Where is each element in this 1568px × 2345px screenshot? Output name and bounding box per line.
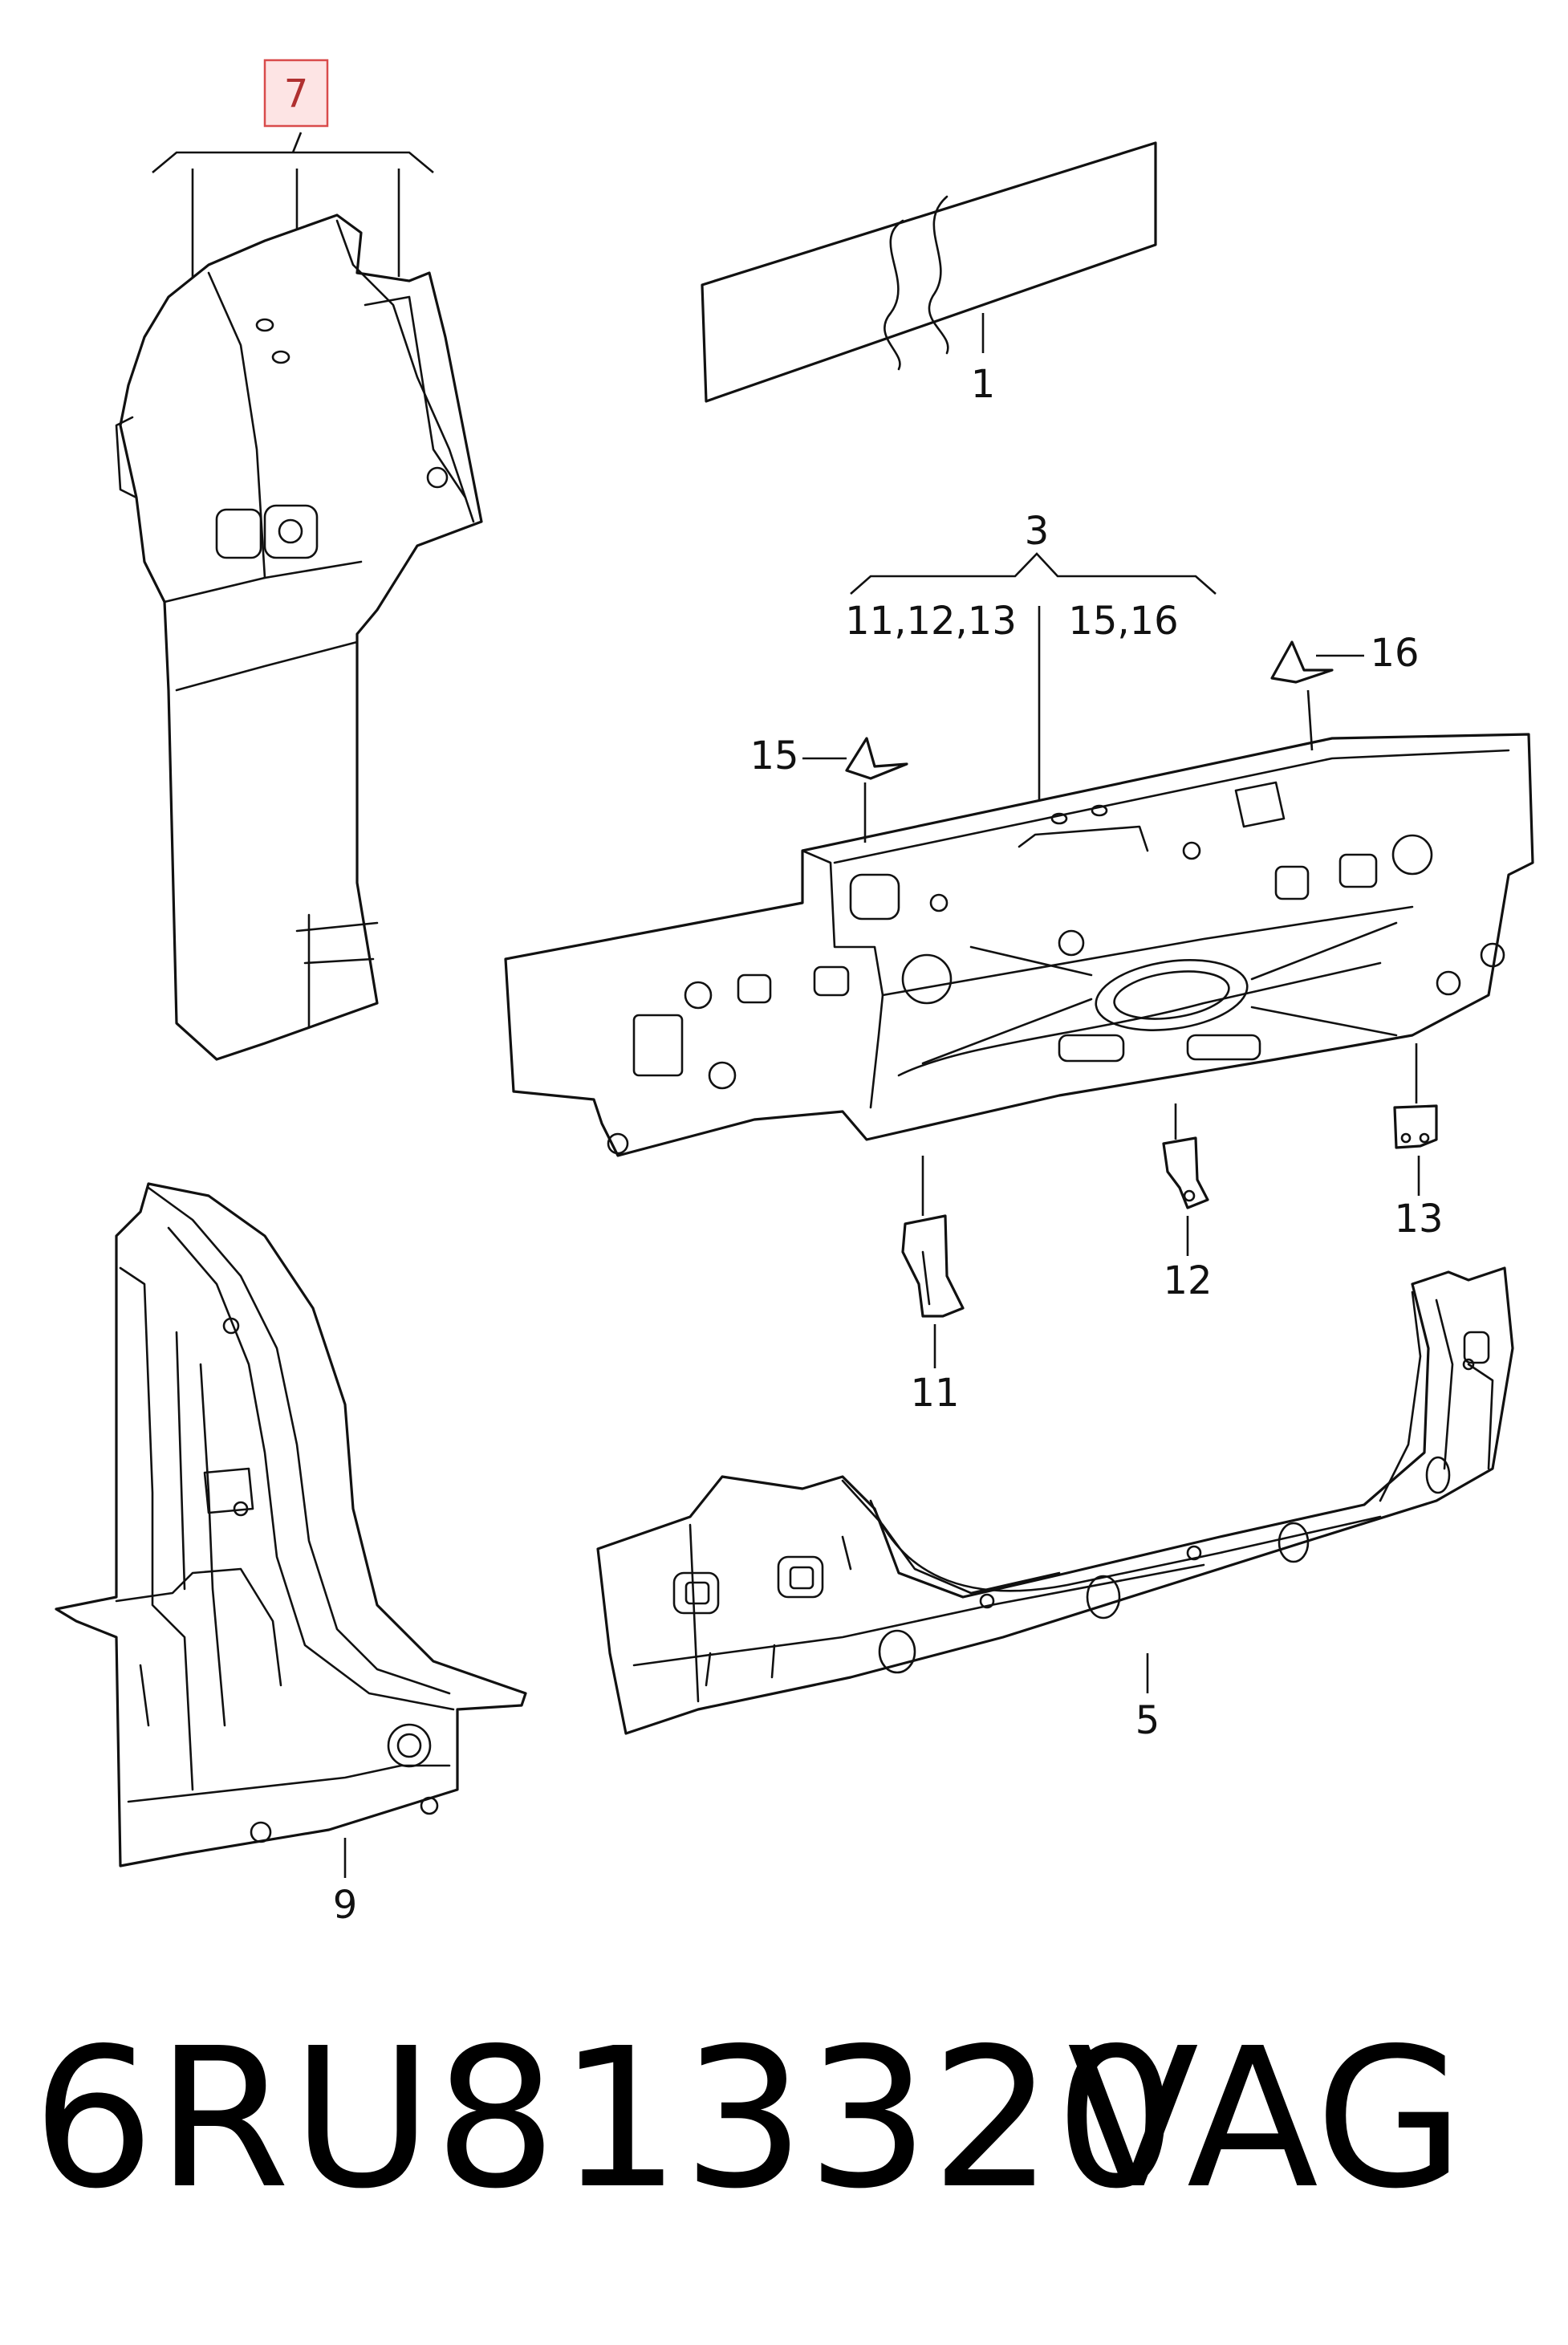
part-7-highlight-box	[263, 59, 329, 128]
part-1-strip[interactable]	[701, 141, 1157, 403]
part-13-bracket[interactable]	[1393, 1043, 1438, 1196]
callout-13[interactable]: 13	[1394, 1197, 1443, 1242]
part-5-rear-crossmember[interactable]	[596, 1266, 1514, 1735]
part-number-label: 6RU813320	[32, 2006, 1180, 2231]
callout-3[interactable]: 3	[1025, 509, 1050, 554]
part-15-clip[interactable]	[802, 737, 908, 843]
part-7-inner-side-panel[interactable]	[115, 132, 483, 1061]
callout-7[interactable]: 7	[284, 71, 309, 116]
callout-9[interactable]: 9	[333, 1883, 358, 1928]
callout-1[interactable]: 1	[971, 362, 996, 407]
callout-group-11-12-13[interactable]: 11,12,13	[845, 599, 1017, 644]
part-12-bracket[interactable]	[1162, 1103, 1209, 1256]
callout-5[interactable]: 5	[1135, 1698, 1160, 1743]
part-11-bracket[interactable]	[901, 1156, 965, 1368]
callout-16[interactable]: 16	[1370, 631, 1419, 676]
part-3-rear-panel[interactable]	[504, 733, 1534, 1157]
callout-12[interactable]: 12	[1163, 1258, 1212, 1303]
callout-group-15-16[interactable]: 15,16	[1068, 599, 1178, 644]
callout-11[interactable]: 11	[910, 1371, 959, 1416]
brand-label: VAG	[1067, 2006, 1464, 2231]
part-9-side-frame[interactable]	[55, 1182, 527, 1878]
callout-15[interactable]: 15	[749, 734, 798, 778]
part-16-clip[interactable]	[1270, 640, 1364, 751]
